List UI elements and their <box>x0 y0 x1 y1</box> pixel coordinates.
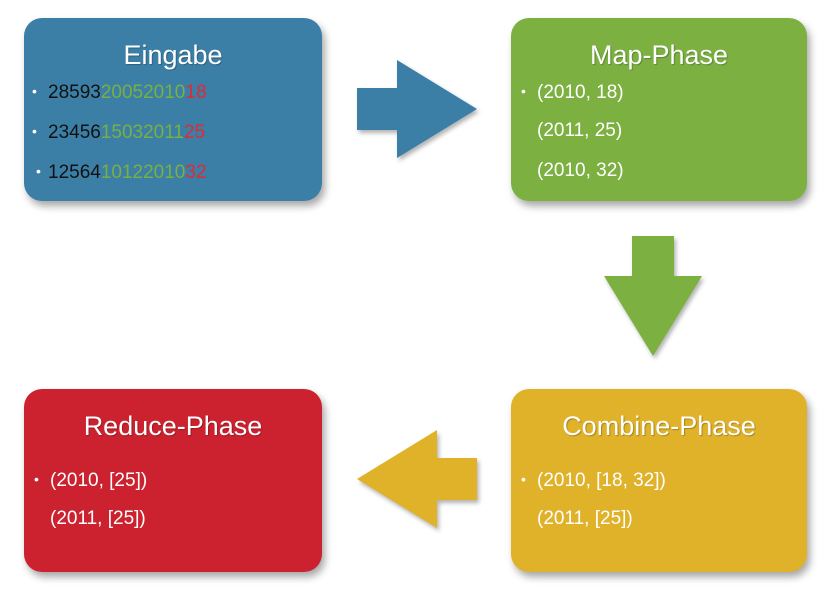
eingabe-record: • 125641012201032 <box>36 160 207 184</box>
record-id: 23456 <box>48 122 101 143</box>
bullet-icon: • <box>36 163 41 179</box>
reduce-phase-item: • (2010, [25]) <box>34 468 147 492</box>
reduce-phase-item-text: (2011, [25]) <box>50 508 146 529</box>
arrow-right-icon <box>357 60 477 158</box>
bullet-icon: • <box>34 471 39 487</box>
map-phase-item: (2010, 32) <box>521 160 624 182</box>
reduce-phase-item-text: (2010, [25]) <box>50 470 148 491</box>
combine-phase-item-text: (2011, [25]) <box>537 508 633 529</box>
bullet-icon: • <box>521 471 526 487</box>
arrow-left-icon <box>357 430 477 528</box>
record-id: 12564 <box>48 162 101 183</box>
bullet-icon: • <box>32 123 37 139</box>
map-phase-item-text: (2010, 18) <box>537 82 624 103</box>
record-value: 25 <box>183 122 206 143</box>
bullet-icon: • <box>32 83 37 99</box>
arrow-down-icon <box>604 236 702 356</box>
eingabe-title: Eingabe <box>123 40 223 70</box>
record-date: 20052010 <box>100 82 186 103</box>
record-value: 32 <box>185 162 207 183</box>
eingabe-box: Eingabe • 285932005201018 • 23456150320112… <box>24 18 322 201</box>
map-phase-item-text: (2010, 32) <box>537 160 624 181</box>
map-phase-item: • (2010, 18) <box>521 80 624 104</box>
eingabe-record: • 285932005201018 <box>32 80 207 104</box>
combine-phase-title: Combine-Phase <box>562 411 756 441</box>
map-phase-box: Map-Phase • (2010, 18) (2011, 25) (2010, … <box>511 18 807 201</box>
bullet-icon: • <box>521 83 526 99</box>
map-phase-item: (2011, 25) <box>521 120 622 142</box>
record-value: 18 <box>185 82 207 103</box>
combine-phase-item-text: (2010, [18, 32]) <box>537 470 666 491</box>
combine-phase-box: Combine-Phase • (2010, [18, 32]) (2011, [… <box>511 389 807 572</box>
eingabe-record: • 234561503201125 <box>32 120 205 144</box>
map-phase-title: Map-Phase <box>589 40 729 70</box>
combine-phase-item: • (2010, [18, 32]) <box>521 468 666 492</box>
combine-phase-item: (2011, [25]) <box>521 508 633 530</box>
map-phase-item-text: (2011, 25) <box>537 120 623 141</box>
reduce-phase-title: Reduce-Phase <box>83 411 263 441</box>
record-date: 15032011 <box>100 122 184 143</box>
reduce-phase-item: (2011, [25]) <box>34 508 146 530</box>
record-id: 28593 <box>48 82 101 103</box>
record-date: 10122010 <box>100 162 186 183</box>
reduce-phase-box: Reduce-Phase • (2010, [25]) (2011, [25]) <box>24 389 322 572</box>
